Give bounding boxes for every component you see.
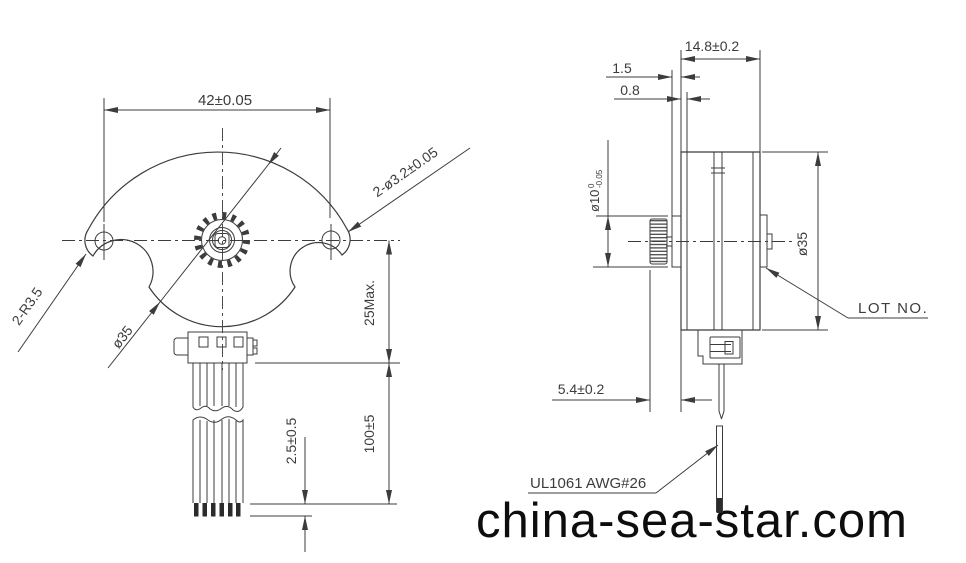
- wire-tip: [717, 498, 722, 513]
- lead-wire-side: [716, 364, 725, 513]
- dim-front-body-dia: ø35: [108, 322, 136, 351]
- dim-front-ears: 2-R3.5: [8, 284, 45, 328]
- gear-hub-inner: [212, 230, 232, 250]
- rotor-gear: [194, 212, 250, 268]
- side-extension-lines: [593, 50, 828, 412]
- side-dimensions: [528, 56, 928, 494]
- mounting-hole-left: [94, 231, 114, 251]
- rear-bearing-boss: [760, 214, 773, 268]
- side-body-seams: [686, 152, 754, 330]
- dim-front-strip-length: 2.5±0.5: [283, 417, 299, 464]
- dim-side-boss-protrusion: 1.5: [612, 60, 632, 76]
- dim-side-depth: 14.8±0.2: [685, 38, 740, 54]
- side-connector: [697, 330, 743, 365]
- gear-hub-outer: [209, 227, 235, 253]
- dim-side-shaft-dia: ø10 0 -0.05: [587, 169, 604, 212]
- dim-side-conn-offset: 5.4±0.2: [558, 381, 605, 397]
- dim-front-depth: 25Max.: [361, 280, 377, 326]
- shaft-dia-main: ø10: [587, 190, 602, 212]
- motor-front-outline: [84, 151, 351, 328]
- front-bearing-boss: [671, 215, 682, 268]
- side-view: 14.8±0.2 1.5 0.8 ø10 0 -0.05 ø35 5.4±0.2…: [528, 38, 928, 513]
- mounting-hole-right: [321, 230, 341, 250]
- gear-teeth-ring: [194, 212, 250, 268]
- dim-side-body-dia: ø35: [794, 232, 810, 256]
- dim-front-width: 42±0.05: [198, 92, 252, 109]
- dim-front-holes: 2-ø3.2±0.05: [370, 144, 441, 200]
- motor-side-body: [680, 151, 761, 331]
- front-extension-lines: [103, 98, 400, 517]
- shaft-dia-tol-upper: 0: [587, 183, 596, 188]
- watermark-text: china-sea-star.com: [476, 494, 908, 548]
- front-dimensions: [17, 107, 471, 552]
- stripped-wire-tips: [194, 503, 241, 517]
- shaft-dia-tol-lower: -0.05: [595, 169, 604, 188]
- front-view: 42±0.05 2-ø3.2±0.05 2-R3.5 ø35 25Max. 10…: [8, 92, 471, 552]
- seam-ticks: [711, 167, 725, 174]
- lot-no-label: LOT NO.: [858, 300, 928, 317]
- gear-root-circle: [201, 219, 243, 261]
- shaft-center: [217, 236, 227, 245]
- shaft-broach-hole: [214, 233, 230, 248]
- dim-side-plate-thickness: 0.8: [620, 82, 640, 98]
- front-connector: [173, 331, 258, 364]
- hole-centerline-ticks: [103, 224, 332, 260]
- lead-wires-front: [192, 363, 244, 517]
- wire-spec-label: UL1061 AWG#26: [530, 475, 646, 492]
- pinion-gear-side: [649, 218, 668, 265]
- dim-front-lead-length: 100±5: [361, 414, 377, 453]
